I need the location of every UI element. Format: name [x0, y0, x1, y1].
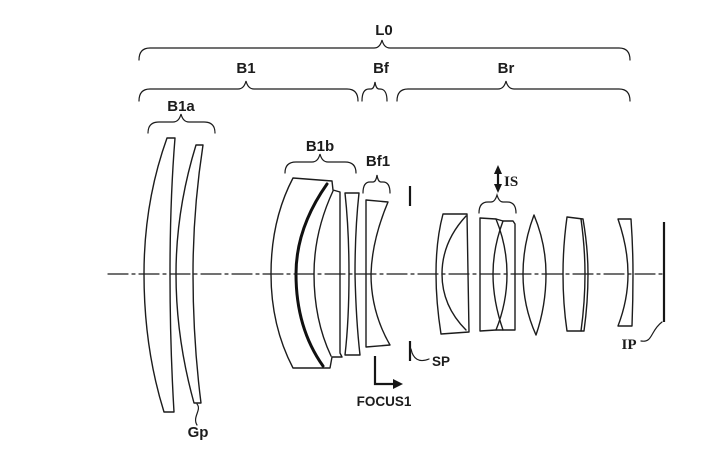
- lens-element-2: [175, 144, 204, 404]
- lens-group-b1b: [270, 177, 361, 369]
- label-bf: Bf: [373, 60, 390, 77]
- image-plane: [640, 222, 666, 342]
- lens-doublet-br2-outline: [562, 216, 589, 332]
- label-b1a: B1a: [167, 98, 195, 115]
- brace-bf1: [362, 174, 391, 194]
- braces: [138, 39, 631, 214]
- focus-arrow-line: [373, 356, 393, 386]
- label-bf1: Bf1: [366, 153, 390, 170]
- lens-doublet-br1-outline: [435, 213, 470, 335]
- lens-element-rear-meniscus: [617, 218, 634, 327]
- brace-br: [396, 80, 631, 102]
- sp-pointer-squiggle: [410, 348, 430, 362]
- brace-b1: [138, 80, 359, 102]
- label-ip: IP: [622, 337, 637, 353]
- lens-doublet-br2-interface: [580, 218, 586, 332]
- lens-element-biconcave: [344, 192, 361, 356]
- label-b1: B1: [236, 60, 255, 77]
- label-b1b: B1b: [306, 138, 334, 155]
- brace-is: [478, 192, 517, 214]
- lens-doublet-br1-interface: [441, 215, 467, 331]
- lens-element-1: [143, 137, 176, 413]
- brace-b1a: [147, 113, 216, 134]
- brace-l0: [138, 39, 631, 61]
- is-arrow: [494, 165, 502, 193]
- cemented-surface-dark: [294, 182, 329, 368]
- brace-b1b: [284, 153, 357, 174]
- label-l0: L0: [375, 22, 393, 39]
- focus-arrowhead: [393, 379, 403, 389]
- focus-arrow: [373, 356, 403, 389]
- label-sp: SP: [432, 354, 450, 369]
- is-arrowhead-up: [494, 165, 502, 174]
- label-br: Br: [498, 60, 515, 77]
- lens-group-b1a: [143, 137, 204, 413]
- gp-pointer-squiggle: [194, 403, 200, 426]
- brace-bf: [361, 81, 388, 102]
- is-arrowhead-down: [494, 184, 502, 193]
- label-is: IS: [504, 174, 518, 190]
- lens-doublet-outline: [270, 177, 343, 369]
- aperture-stop: [408, 186, 430, 362]
- ip-pointer-squiggle: [640, 321, 663, 342]
- lens-element-biconvex: [522, 214, 547, 336]
- label-focus1: FOCUS1: [357, 394, 412, 409]
- label-gp: Gp: [188, 424, 209, 441]
- is-lens-pair-outline: [479, 217, 516, 332]
